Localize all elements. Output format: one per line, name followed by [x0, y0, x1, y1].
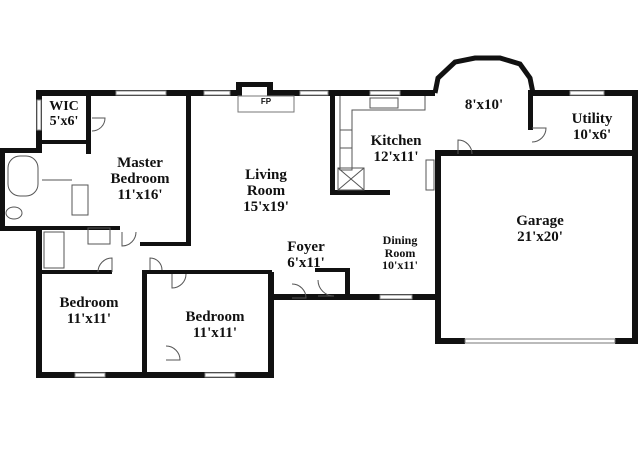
room-garage-size: 21'x20'	[517, 228, 563, 245]
bay-window-wall	[432, 55, 536, 94]
fireplace-label-text: FP	[260, 97, 272, 106]
window-utility	[569, 90, 605, 96]
room-kitchen-size: 12'x11'	[373, 148, 419, 165]
door-foyer-closet	[317, 279, 335, 297]
tub-bath2	[43, 231, 65, 269]
wall-bath-top	[0, 148, 42, 153]
kitchen-sink	[369, 97, 399, 109]
door-utility	[531, 127, 547, 143]
room-living-name-1: Living	[245, 167, 287, 183]
room-foyer-name: Foyer	[287, 239, 325, 255]
room-master-name-1: Master	[117, 155, 163, 171]
room-kitchen: Kitchen 12'x11'	[370, 133, 422, 166]
room-master-size: 11'x16'	[117, 186, 163, 203]
vanity-bath2	[87, 227, 111, 245]
window-bedroom3	[204, 372, 236, 378]
wall-garage-bottom-left	[435, 338, 465, 344]
fireplace-label: FP	[260, 97, 272, 106]
door-closet	[165, 345, 181, 361]
window-living-right	[299, 90, 329, 96]
room-nook-size: 8'x10'	[464, 97, 504, 113]
room-utility-name: Utility	[571, 111, 613, 127]
room-nook: 8'x10'	[464, 97, 504, 114]
wall-garage-left	[435, 150, 441, 342]
wall-kitchen-bottom	[330, 190, 390, 195]
wall-bath-bottom	[0, 226, 42, 231]
wall-bedroom3-top	[142, 270, 272, 274]
room-wic-size: 5'x6'	[49, 113, 79, 129]
room-dining: Dining Room 10'x11'	[382, 234, 418, 272]
door-garage	[457, 139, 473, 155]
wall-bedroom-divider	[142, 270, 147, 378]
room-garage: Garage 21'x20'	[516, 213, 564, 246]
kitchen-range	[339, 129, 353, 149]
door-bedroom2	[97, 257, 113, 273]
vanity-master	[71, 184, 89, 216]
room-bedroom2-size: 11'x11'	[66, 310, 112, 327]
room-bedroom3: Bedroom 11'x11'	[185, 309, 245, 342]
wall-garage-bottom-right	[615, 338, 638, 344]
door-hall	[149, 257, 163, 271]
room-utility: Utility 10'x6'	[571, 111, 613, 144]
wall-bottom-left	[36, 372, 274, 378]
room-master-name-2: Bedroom	[110, 170, 170, 187]
toilet-master	[5, 206, 23, 220]
window-living-left	[203, 90, 231, 96]
room-master: Master Bedroom 11'x16'	[110, 155, 170, 203]
pantry-cross-b	[337, 167, 365, 191]
wall-front	[268, 294, 438, 300]
room-bedroom2-name: Bedroom	[59, 295, 119, 311]
room-dining-name-2: Room	[384, 245, 416, 260]
wall-master-bottom	[140, 242, 191, 246]
wall-left-lower	[36, 226, 42, 378]
wall-closet-right	[345, 268, 350, 298]
room-kitchen-name: Kitchen	[370, 133, 422, 149]
wall-right	[632, 90, 638, 344]
room-living-size: 15'x19'	[243, 198, 289, 215]
bathtub	[7, 155, 39, 197]
wall-fp-right	[267, 82, 273, 96]
door-front	[291, 283, 307, 299]
wall-bedroom3-right	[268, 272, 274, 378]
room-dining-name-1: Dining	[382, 233, 418, 247]
kitchen-end-counter	[425, 159, 435, 191]
wall-utility-left	[528, 90, 533, 130]
window-wic	[36, 99, 42, 131]
room-bedroom2: Bedroom 11'x11'	[59, 295, 119, 328]
room-utility-size: 10'x6'	[572, 126, 612, 143]
window-master	[115, 90, 167, 96]
room-bedroom3-name: Bedroom	[185, 309, 245, 325]
wall-fp-left	[236, 82, 242, 96]
kitchen-pantry	[337, 167, 365, 191]
door-master	[121, 231, 137, 247]
wall-wic-right	[86, 96, 91, 154]
wall-bath2-top	[42, 226, 120, 230]
wall-fp-top	[236, 82, 273, 87]
wall-bedroom2-top	[42, 270, 112, 274]
wall-master-right	[186, 96, 191, 246]
room-garage-name: Garage	[516, 213, 564, 229]
room-dining-size: 10'x11'	[381, 258, 419, 273]
wall-wic-bottom	[42, 140, 90, 144]
wall-bath-left	[0, 148, 5, 230]
room-wic: WIC 5'x6'	[49, 99, 79, 129]
room-living-name-2: Room	[246, 182, 286, 199]
door-bedroom3	[171, 273, 187, 289]
room-foyer-size: 6'x11'	[287, 254, 325, 271]
wall-garage-top	[441, 150, 638, 156]
wall-closet-top	[315, 268, 350, 272]
room-wic-name: WIC	[49, 99, 79, 114]
room-foyer: Foyer 6'x11'	[287, 239, 325, 272]
window-bedroom2	[74, 372, 106, 378]
wall-kitchen-left	[330, 90, 335, 195]
fireplace-hearth	[237, 95, 295, 113]
window-kitchen	[369, 90, 401, 96]
door-wic	[91, 117, 106, 132]
window-dining	[379, 294, 413, 300]
garage-door	[464, 338, 616, 344]
room-living: Living Room 15'x19'	[243, 167, 289, 215]
room-bedroom3-size: 11'x11'	[192, 324, 238, 341]
